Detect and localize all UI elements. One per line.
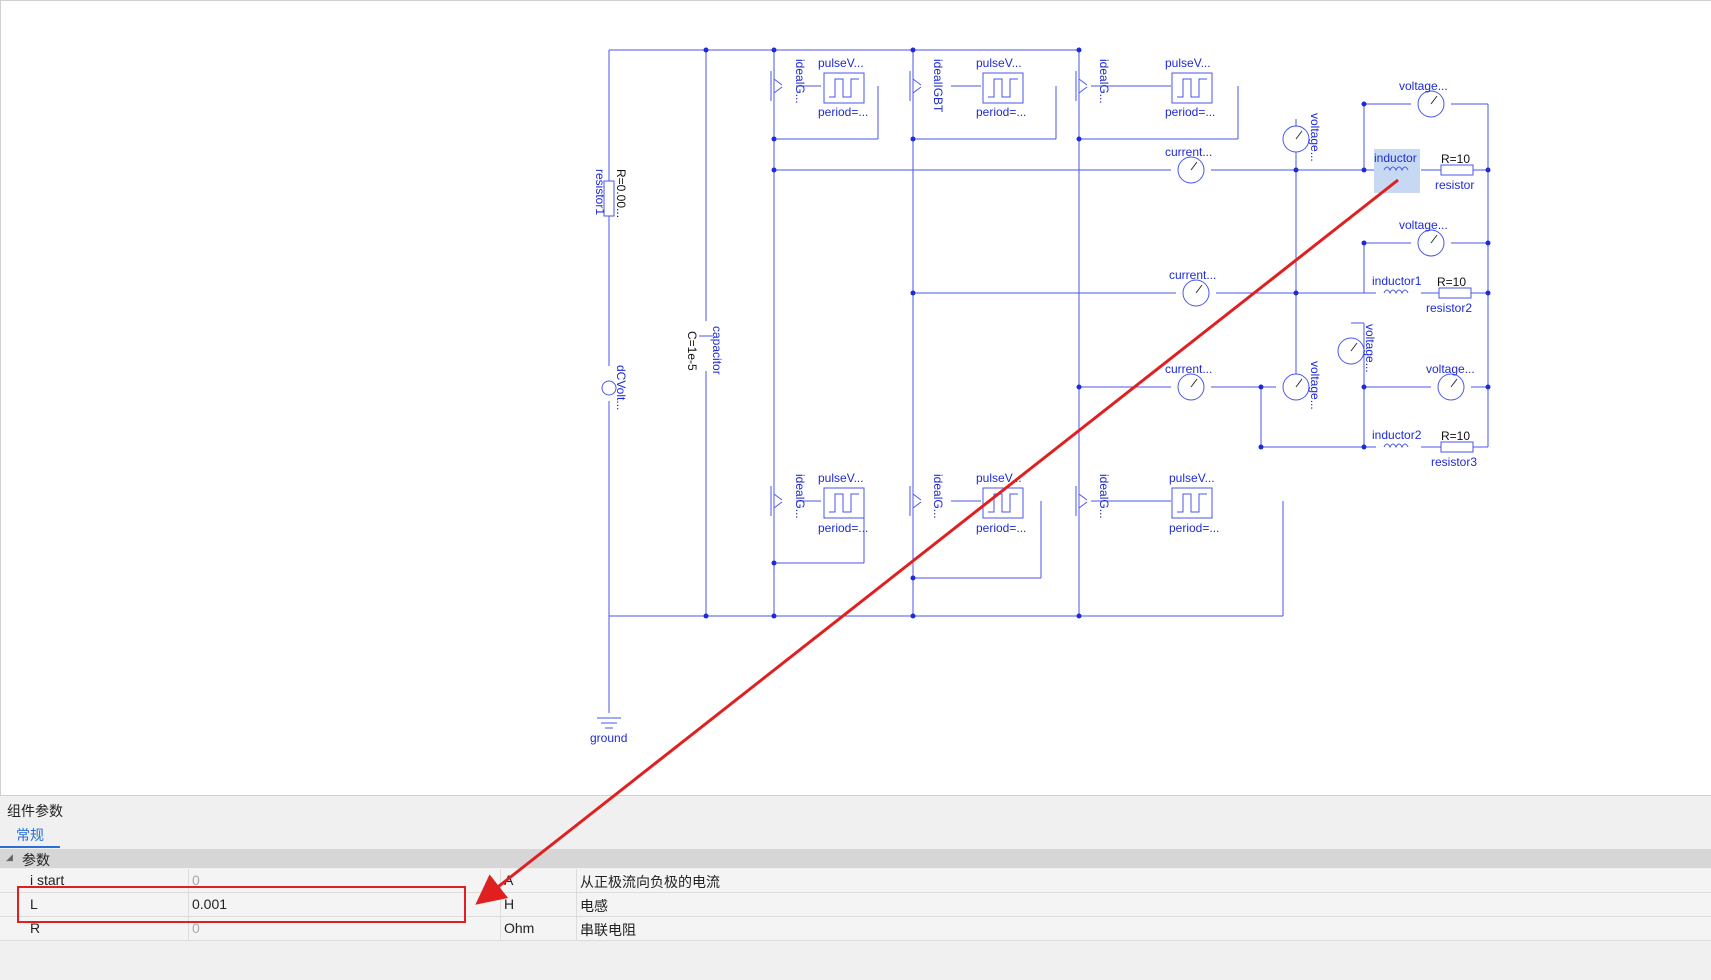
param-name: i start bbox=[30, 872, 65, 888]
voltage-sensor5-label: voltage... bbox=[1308, 361, 1322, 410]
column-divider bbox=[188, 893, 189, 916]
resistor-label: resistor bbox=[1435, 178, 1474, 192]
capacitor-label: capacitor bbox=[710, 326, 724, 375]
pulse5-label: pulseV... bbox=[976, 471, 1022, 485]
pulse-blocks[interactable] bbox=[823, 72, 1213, 519]
current-sensor1-label: current... bbox=[1165, 145, 1212, 159]
param-unit: H bbox=[504, 896, 515, 912]
pulse4-period: period=... bbox=[818, 521, 868, 535]
param-description: 从正极流向负极的电流 bbox=[580, 874, 720, 890]
voltage-sensor1-label: voltage... bbox=[1399, 79, 1448, 93]
parameter-group-label: 参数 bbox=[22, 852, 50, 868]
column-divider bbox=[188, 869, 189, 892]
pulse6-label: pulseV... bbox=[1169, 471, 1215, 485]
resistor-param: R=10 bbox=[1441, 152, 1470, 166]
parameter-group-header[interactable]: ◢ 参数 bbox=[0, 849, 1711, 868]
igbt-bot3-label: idealG... bbox=[1097, 474, 1111, 519]
tab-general[interactable]: 常规 bbox=[16, 827, 44, 843]
capacitor-param: C=1e-5 bbox=[685, 331, 699, 371]
current-sensor2-label: current... bbox=[1169, 268, 1216, 282]
panel-title: 组件参数 bbox=[7, 803, 63, 819]
inductor2-label: inductor2 bbox=[1372, 428, 1422, 442]
param-value-input[interactable]: 0.001 bbox=[192, 896, 228, 912]
resistor3-param: R=10 bbox=[1441, 429, 1470, 443]
resistor3-label: resistor3 bbox=[1431, 455, 1477, 469]
inductor-symbols[interactable] bbox=[1383, 166, 1409, 449]
column-divider bbox=[500, 893, 501, 916]
resistor1-label: resistor1 bbox=[593, 169, 607, 215]
pulse1-label: pulseV... bbox=[818, 56, 864, 70]
meter-needles bbox=[1190, 95, 1458, 388]
param-description: 串联电阻 bbox=[580, 922, 636, 938]
igbt-top2-label: idealIGBT bbox=[931, 59, 945, 113]
igbt-bot2-label: idealG... bbox=[931, 474, 945, 519]
resistor2-param: R=10 bbox=[1437, 275, 1466, 289]
pulse1-period: period=... bbox=[818, 105, 868, 119]
ground-label: ground bbox=[590, 731, 627, 745]
component-parameters-panel: 组件参数 常规 ◢ 参数 i start 0 A 从正极流向负极的电流 L 0.… bbox=[0, 795, 1711, 980]
igbt-bot1-label: idealG... bbox=[793, 474, 807, 519]
circuit-diagram[interactable]: resistor1 R=0.00... dCVolt... capacitor … bbox=[1, 1, 1711, 796]
collapse-triangle-icon[interactable]: ◢ bbox=[6, 852, 13, 862]
param-value-input[interactable]: 0 bbox=[192, 920, 200, 936]
voltage-sensor6-label: voltage... bbox=[1363, 324, 1377, 373]
pulse2-label: pulseV... bbox=[976, 56, 1022, 70]
column-divider bbox=[500, 917, 501, 940]
param-unit: Ohm bbox=[504, 920, 535, 936]
igbt-top1-label: idealG... bbox=[793, 59, 807, 104]
param-row-l[interactable]: L 0.001 H 电感 bbox=[0, 893, 1711, 917]
param-unit: A bbox=[504, 872, 514, 888]
pulse2-period: period=... bbox=[976, 105, 1026, 119]
voltage-sensor4-label: voltage... bbox=[1308, 113, 1322, 162]
igbt-top3-label: idealG... bbox=[1097, 59, 1111, 104]
column-divider bbox=[500, 869, 501, 892]
load-resistors[interactable] bbox=[1438, 164, 1474, 453]
current-sensor3-label: current... bbox=[1165, 362, 1212, 376]
pulse3-label: pulseV... bbox=[1165, 56, 1211, 70]
diagram-canvas[interactable]: resistor1 R=0.00... dCVolt... capacitor … bbox=[0, 0, 1711, 795]
resistor1-param: R=0.00... bbox=[614, 169, 628, 218]
pulse4-label: pulseV... bbox=[818, 471, 864, 485]
param-row-r[interactable]: R 0 Ohm 串联电阻 bbox=[0, 917, 1711, 941]
param-name: L bbox=[30, 896, 38, 912]
tab-underline bbox=[0, 846, 60, 848]
inductor1-label: inductor1 bbox=[1372, 274, 1422, 288]
inductor-label: inductor bbox=[1374, 151, 1417, 165]
param-name: R bbox=[30, 920, 41, 936]
column-divider bbox=[188, 917, 189, 940]
dc-source-symbol[interactable] bbox=[601, 380, 617, 396]
wires bbox=[608, 49, 1489, 713]
param-value-input[interactable]: 0 bbox=[192, 872, 200, 888]
pulse6-period: period=... bbox=[1169, 521, 1219, 535]
column-divider bbox=[576, 869, 577, 892]
pulse5-period: period=... bbox=[976, 521, 1026, 535]
dc-source-label: dCVolt... bbox=[614, 365, 628, 410]
param-row-i-start[interactable]: i start 0 A 从正极流向负极的电流 bbox=[0, 869, 1711, 893]
resistor2-label: resistor2 bbox=[1426, 301, 1472, 315]
voltage-sensor3-label: voltage... bbox=[1426, 362, 1475, 376]
pulse-waveforms bbox=[829, 78, 1207, 513]
pulse3-period: period=... bbox=[1165, 105, 1215, 119]
param-description: 电感 bbox=[580, 898, 608, 914]
ground-symbol[interactable] bbox=[597, 717, 621, 729]
column-divider bbox=[576, 893, 577, 916]
voltage-sensor2-label: voltage... bbox=[1399, 218, 1448, 232]
column-divider bbox=[576, 917, 577, 940]
